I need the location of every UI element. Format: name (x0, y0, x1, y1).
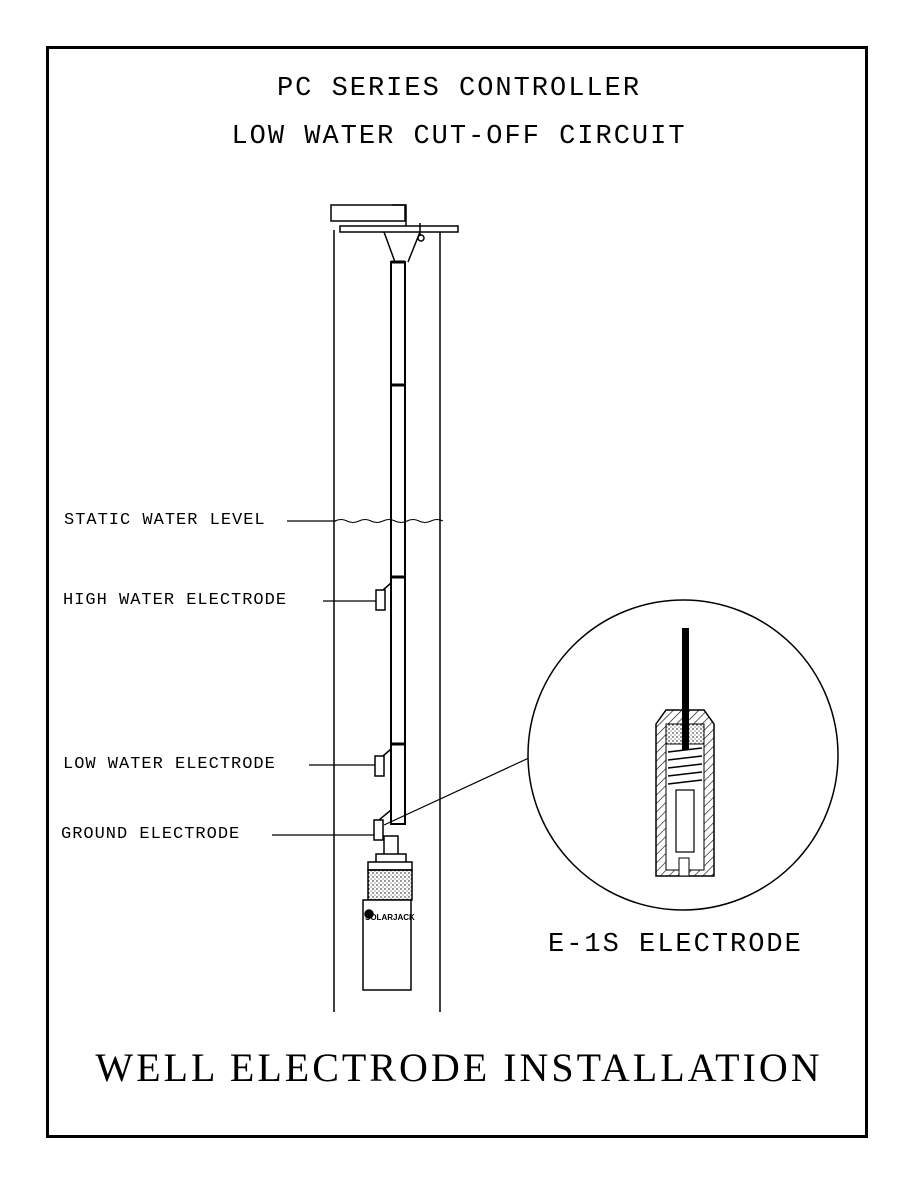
label-leaders (272, 520, 376, 836)
drop-pipe (390, 260, 406, 825)
well-casing (333, 230, 441, 1012)
static-water-surface (334, 519, 444, 523)
detail-caption: E-1S ELECTRODE (548, 930, 803, 960)
label-static-water-level: STATIC WATER LEVEL (64, 511, 266, 530)
page-border (46, 46, 868, 1138)
label-low-water-electrode: LOW WATER ELECTRODE (63, 755, 276, 774)
pump-brand-label: SOLARJACK (365, 913, 415, 922)
submersible-pump (362, 835, 413, 991)
label-high-water-electrode: HIGH WATER ELECTRODE (63, 591, 288, 610)
title-line-1: PC SERIES CONTROLLER (276, 74, 642, 104)
footer-title: WELL ELECTRODE INSTALLATION (95, 1045, 823, 1090)
low-water-electrode (374, 748, 392, 777)
title-line-2: LOW WATER CUT-OFF CIRCUIT (231, 122, 687, 152)
e1s-electrode-section (655, 628, 715, 877)
detail-connector (383, 756, 532, 826)
ground-electrode (373, 809, 392, 841)
high-water-electrode (375, 582, 392, 611)
label-ground-electrode: GROUND ELECTRODE (61, 825, 241, 844)
well-head (330, 204, 459, 263)
